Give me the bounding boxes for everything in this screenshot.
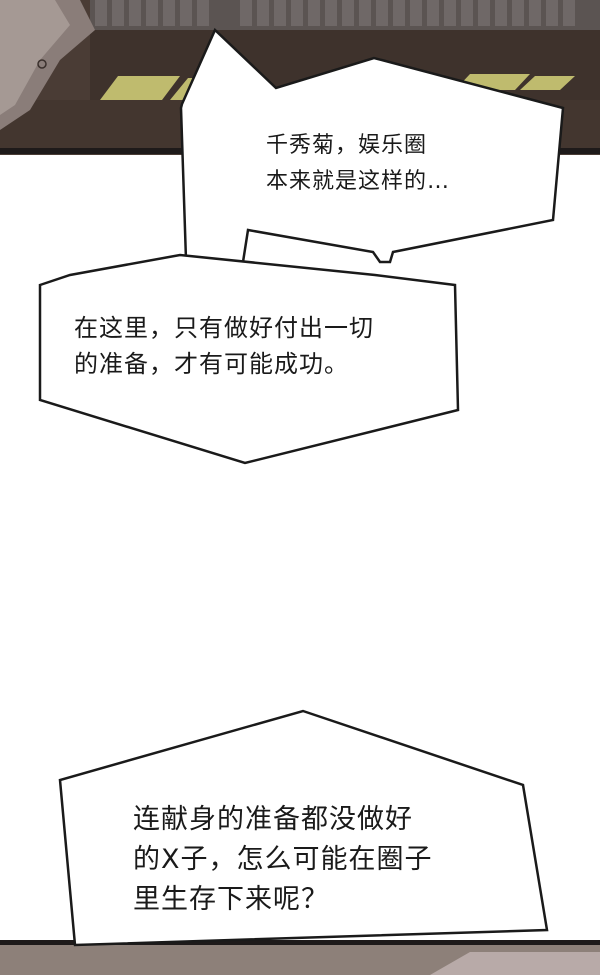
speech-bubble-1-shape — [179, 27, 565, 264]
speech-line: 千秀菊，娱乐圈 — [266, 133, 428, 158]
speech-bubble-3-text: 连献身的准备都没做好 的X子，怎么可能在圈子 里生存下来呢？ — [133, 800, 433, 920]
speech-line: 本来就是这样的… — [266, 169, 451, 194]
speech-bubble-3-shape — [58, 709, 549, 947]
speech-bubble-2-text: 在这里，只有做好付出一切 的准备，才有可能成功。 — [74, 310, 374, 382]
speech-bubble-1-text: 千秀菊，娱乐圈 本来就是这样的… — [266, 128, 450, 200]
speech-bubble-2: 在这里，只有做好付出一切 的准备，才有可能成功。 — [30, 253, 460, 470]
speech-line: 里生存下来呢？ — [133, 884, 329, 915]
speech-line: 的准备，才有可能成功。 — [74, 350, 349, 378]
top-panel-illustration — [0, 0, 600, 155]
speech-line: 在这里，只有做好付出一切 — [74, 314, 374, 342]
speech-bubble-1: 千秀菊，娱乐圈 本来就是这样的… — [178, 27, 568, 280]
speech-line: 连献身的准备都没做好 — [133, 804, 413, 835]
bottom-panel-illustration — [0, 940, 600, 975]
speech-line: 的X子，怎么可能在圈子 — [133, 844, 433, 875]
speech-bubble-2-shape — [38, 253, 460, 465]
speech-bubble-3: 连献身的准备都没做好 的X子，怎么可能在圈子 里生存下来呢？ — [55, 705, 555, 950]
top-panel-artwork — [0, 0, 600, 155]
bottom-panel-artwork — [0, 940, 600, 975]
